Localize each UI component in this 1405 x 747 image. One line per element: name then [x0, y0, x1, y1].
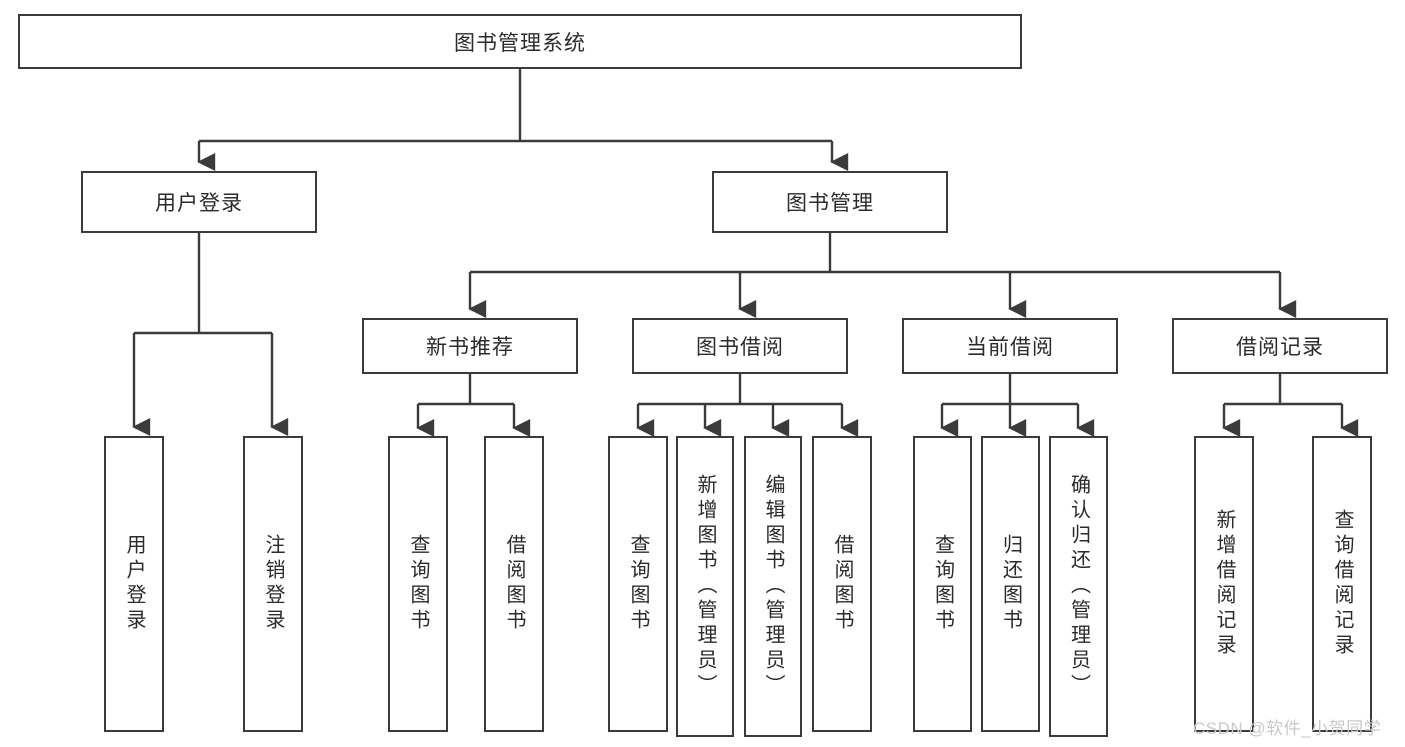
- node-label: 新增图书（管理员）: [694, 474, 716, 699]
- node-leaf-add-borrow-record[interactable]: 新增借阅记录: [1194, 436, 1254, 732]
- node-label: 查询图书: [931, 534, 954, 634]
- node-label: 图书管理: [786, 192, 874, 215]
- node-label: 新书推荐: [426, 336, 514, 359]
- node-label: 查询图书: [627, 534, 649, 634]
- node-label: 确认归还（管理员）: [1067, 474, 1090, 699]
- node-book-management[interactable]: 图书管理: [712, 171, 948, 233]
- node-label: 新增借阅记录: [1213, 509, 1235, 659]
- node-root-system[interactable]: 图书管理系统: [18, 14, 1022, 69]
- node-label: 借阅记录: [1236, 336, 1324, 359]
- node-label: 借阅图书: [503, 534, 525, 634]
- node-leaf-user-logout[interactable]: 注销登录: [243, 436, 303, 732]
- node-book-borrow[interactable]: 图书借阅: [632, 318, 848, 374]
- node-label: 用户登录: [155, 192, 243, 215]
- node-leaf-edit-book-admin[interactable]: 编辑图书（管理员）: [744, 436, 802, 737]
- node-label: 用户登录: [123, 534, 145, 634]
- node-leaf-query-book-borrow[interactable]: 查询图书: [608, 436, 668, 732]
- node-borrow-record[interactable]: 借阅记录: [1172, 318, 1388, 374]
- node-leaf-query-book-current[interactable]: 查询图书: [913, 436, 972, 732]
- csdn-watermark: CSDN @软件_小贺同学: [1193, 719, 1382, 738]
- node-label: 图书管理系统: [454, 31, 586, 55]
- node-label: 图书借阅: [696, 336, 784, 359]
- node-leaf-confirm-return-admin[interactable]: 确认归还（管理员）: [1049, 436, 1108, 737]
- node-leaf-query-borrow-record[interactable]: 查询借阅记录: [1312, 436, 1372, 732]
- node-label: 借阅图书: [831, 534, 853, 634]
- node-leaf-borrow-book-recommend[interactable]: 借阅图书: [484, 436, 544, 732]
- node-label: 当前借阅: [966, 336, 1054, 359]
- node-leaf-add-book-admin[interactable]: 新增图书（管理员）: [676, 436, 734, 737]
- node-current-borrow[interactable]: 当前借阅: [902, 318, 1118, 374]
- node-label: 归还图书: [999, 534, 1022, 634]
- node-new-book-recommend[interactable]: 新书推荐: [362, 318, 578, 374]
- node-leaf-query-book-recommend[interactable]: 查询图书: [388, 436, 448, 732]
- node-leaf-borrow-book[interactable]: 借阅图书: [812, 436, 872, 732]
- node-label: 编辑图书（管理员）: [762, 474, 784, 699]
- node-label: 查询借阅记录: [1331, 509, 1353, 659]
- node-leaf-user-login[interactable]: 用户登录: [104, 436, 164, 732]
- node-label: 注销登录: [262, 534, 284, 634]
- node-user-login[interactable]: 用户登录: [81, 171, 317, 233]
- node-label: 查询图书: [407, 534, 429, 634]
- node-leaf-return-book[interactable]: 归还图书: [981, 436, 1040, 732]
